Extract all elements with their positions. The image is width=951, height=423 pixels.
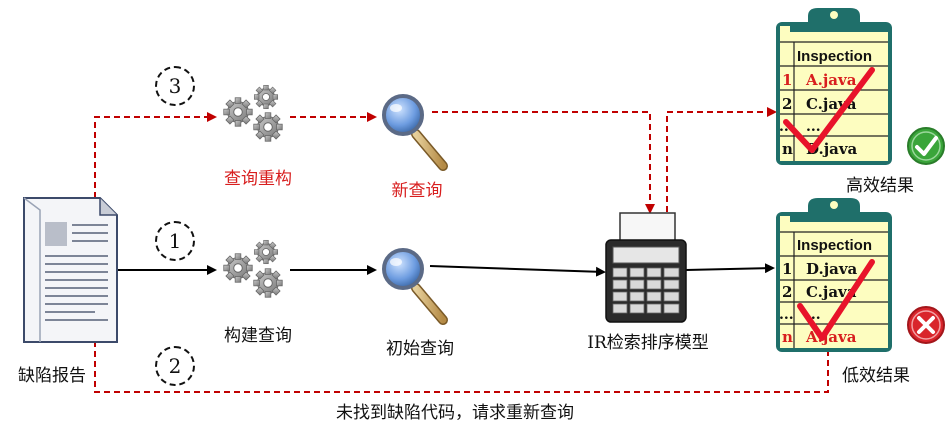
card-rank: ... — [779, 307, 794, 323]
card-rank: 1 — [782, 71, 792, 89]
magnifier-icon — [382, 94, 448, 171]
ir-model-label: IR检索排序模型 — [587, 333, 709, 353]
card-file: D.java — [806, 260, 858, 278]
arrow-model-to-efficient — [666, 107, 777, 212]
card-file: A.java — [805, 328, 857, 346]
calculator-icon — [605, 212, 687, 323]
card-file: A.java — [805, 71, 857, 89]
card-rank: n — [782, 328, 793, 346]
gears-icon — [223, 239, 283, 298]
card-rank: 2 — [782, 95, 792, 113]
card-header: Inspection — [797, 237, 872, 254]
step-badge-1: 1 — [155, 221, 195, 261]
magnifier-icon — [382, 248, 448, 325]
step-badge-3: 3 — [155, 66, 195, 106]
arrow-initial-to-model — [429, 265, 606, 277]
card-rank: 2 — [782, 283, 792, 301]
efficient-result-label: 高效结果 — [846, 176, 914, 196]
card-file: ... — [806, 119, 821, 135]
gears-icon — [223, 84, 283, 142]
card-header: Inspection — [797, 48, 872, 65]
arrow-doc-to-reformulate — [94, 112, 217, 198]
build-query-label: 构建查询 — [224, 326, 292, 346]
arrow-model-to-inefficient — [685, 263, 775, 274]
document-icon — [23, 197, 118, 343]
new-query-label: 新查询 — [391, 181, 443, 201]
feedback-label: 未找到缺陷代码，请求重新查询 — [336, 403, 574, 423]
arrow-new-query-to-model — [432, 111, 655, 214]
cross-badge-icon — [907, 306, 945, 344]
card-rank: 1 — [782, 260, 792, 278]
inefficient-result-label: 低效结果 — [842, 366, 910, 386]
clipboard-icon: Inspection 1 A.java 2 C.java ... ... n D… — [776, 8, 892, 165]
reformulate-query-label: 查询重构 — [224, 169, 292, 189]
step-badge-2: 2 — [155, 346, 195, 386]
card-file: C.java — [806, 283, 857, 301]
initial-query-label: 初始查询 — [386, 339, 454, 359]
flow-connectors — [90, 107, 829, 393]
checkmark-icon — [797, 259, 875, 341]
check-badge-icon — [907, 127, 945, 165]
bug-report-label: 缺陷报告 — [18, 366, 86, 386]
card-rank: n — [782, 140, 793, 158]
arrow-feedback-to-doc — [90, 328, 829, 393]
clipboard-icon: Inspection 1 D.java 2 C.java ... ... n A… — [776, 198, 892, 352]
checkmark-icon — [783, 67, 875, 153]
